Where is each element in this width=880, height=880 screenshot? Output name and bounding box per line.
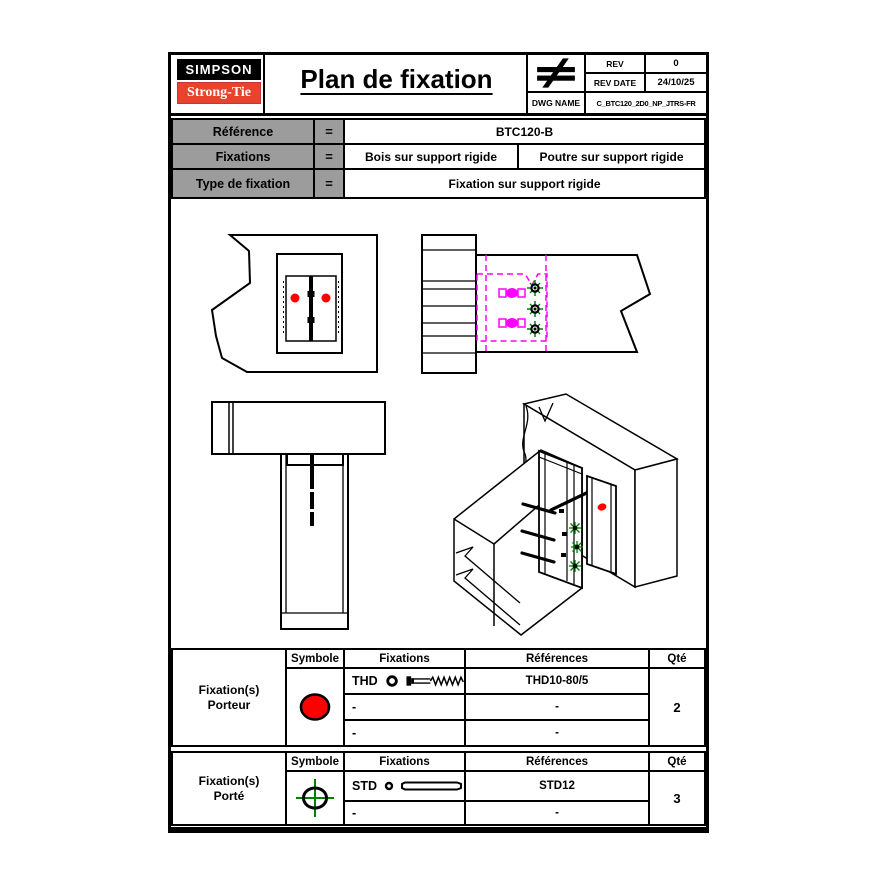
fixation-code: THD <box>352 674 378 688</box>
fixation-code-cell: STD <box>345 772 464 800</box>
technical-drawings <box>171 201 706 649</box>
fixation-code: STD <box>352 779 377 793</box>
col-header-fixations: Fixations <box>345 753 464 770</box>
reference-table: Référence = BTC120-B Fixations = Bois su… <box>171 118 706 199</box>
dwg-name-value: C_BTC120_2D0_NP_JTRS-FR <box>586 93 706 113</box>
group-label-porteur: Fixation(s) Porteur <box>173 650 285 745</box>
rev-date-label: REV DATE <box>586 74 644 91</box>
symbol-red-circle <box>287 669 343 745</box>
fixation-point-marker <box>321 293 331 303</box>
col-header-symbole: Symbole <box>287 650 343 667</box>
dwg-name-label: DWG NAME <box>528 93 584 113</box>
rev-date-value: 24/10/25 <box>646 74 706 91</box>
ref-row2-value-right: Poutre sur support rigide <box>519 145 704 168</box>
washer-head-icon <box>386 675 398 687</box>
rev-label: REV <box>586 55 644 72</box>
sheet-header: SIMPSON Strong-Tie Plan de fixation REV … <box>171 55 706 116</box>
ref-row2-eq: = <box>315 145 343 168</box>
reference-cell: STD12 <box>466 772 648 800</box>
fixation-point-marker <box>597 503 607 511</box>
col-header-references: Références <box>466 650 648 667</box>
isometric-view-drawing <box>453 393 679 636</box>
symbol-crosshair-target <box>287 772 343 824</box>
page-title-wrap: Plan de fixation <box>271 64 522 95</box>
rev-value: 0 <box>646 55 706 72</box>
top-view-drawing <box>421 234 652 374</box>
fixation-table-porte: Fixation(s) Porté Symbole Fixations Réfé… <box>171 751 706 826</box>
col-header-qte: Qté <box>650 753 704 770</box>
fixation-code-cell: - <box>345 802 464 824</box>
not-equal-icon <box>528 55 584 91</box>
thd-screw-icon <box>406 675 464 687</box>
header-divider <box>263 55 265 113</box>
col-header-references: Références <box>466 753 648 770</box>
front-view-drawing <box>210 234 378 373</box>
fixation-table-porteur: Fixation(s) Porteur Symbole Fixations Ré… <box>171 648 706 747</box>
col-header-symbole: Symbole <box>287 753 343 770</box>
side-view-drawing <box>211 401 386 630</box>
dowel-head-icon <box>384 781 394 791</box>
page-title: Plan de fixation <box>300 64 493 94</box>
logo-strongtie-text: Strong-Tie <box>177 82 261 104</box>
ref-row3-eq: = <box>315 170 343 197</box>
fixation-code-cell: THD <box>345 669 464 693</box>
hidden-screw-symbol <box>498 318 526 328</box>
col-header-qte: Qté <box>650 650 704 667</box>
fixation-point-marker <box>290 293 300 303</box>
qty-porte: 3 <box>650 772 704 824</box>
fastener-star-marker <box>568 559 582 573</box>
ref-row3-label: Type de fixation <box>173 170 313 197</box>
hidden-screw-symbol <box>498 288 526 298</box>
title-block: REV 0 REV DATE 24/10/25 DWG NAME C_BTC12… <box>526 55 706 113</box>
ref-row3-value: Fixation sur support rigide <box>345 170 704 197</box>
ref-row1-label: Référence <box>173 120 313 143</box>
fixation-code-cell: - <box>345 695 464 719</box>
fastener-star-marker <box>570 540 584 554</box>
fastener-star-marker <box>568 521 582 535</box>
ref-row1-value: BTC120-B <box>345 120 704 143</box>
reference-cell: THD10-80/5 <box>466 669 648 693</box>
qty-porteur: 2 <box>650 669 704 745</box>
ref-row1-eq: = <box>315 120 343 143</box>
std-dowel-icon <box>401 781 462 791</box>
reference-cell: - <box>466 695 648 719</box>
fixation-code-cell: - <box>345 721 464 745</box>
drawing-sheet: SIMPSON Strong-Tie Plan de fixation REV … <box>168 52 709 833</box>
hidden-bracket-outline <box>476 255 548 352</box>
simpson-strongtie-logo: SIMPSON Strong-Tie <box>177 59 261 104</box>
ref-row2-label: Fixations <box>173 145 313 168</box>
group-label-porte: Fixation(s) Porté <box>173 753 285 824</box>
reference-cell: - <box>466 721 648 745</box>
reference-cell: - <box>466 802 648 824</box>
ref-row2-value-left: Bois sur support rigide <box>345 145 517 168</box>
logo-simpson-text: SIMPSON <box>177 59 261 80</box>
col-header-fixations: Fixations <box>345 650 464 667</box>
